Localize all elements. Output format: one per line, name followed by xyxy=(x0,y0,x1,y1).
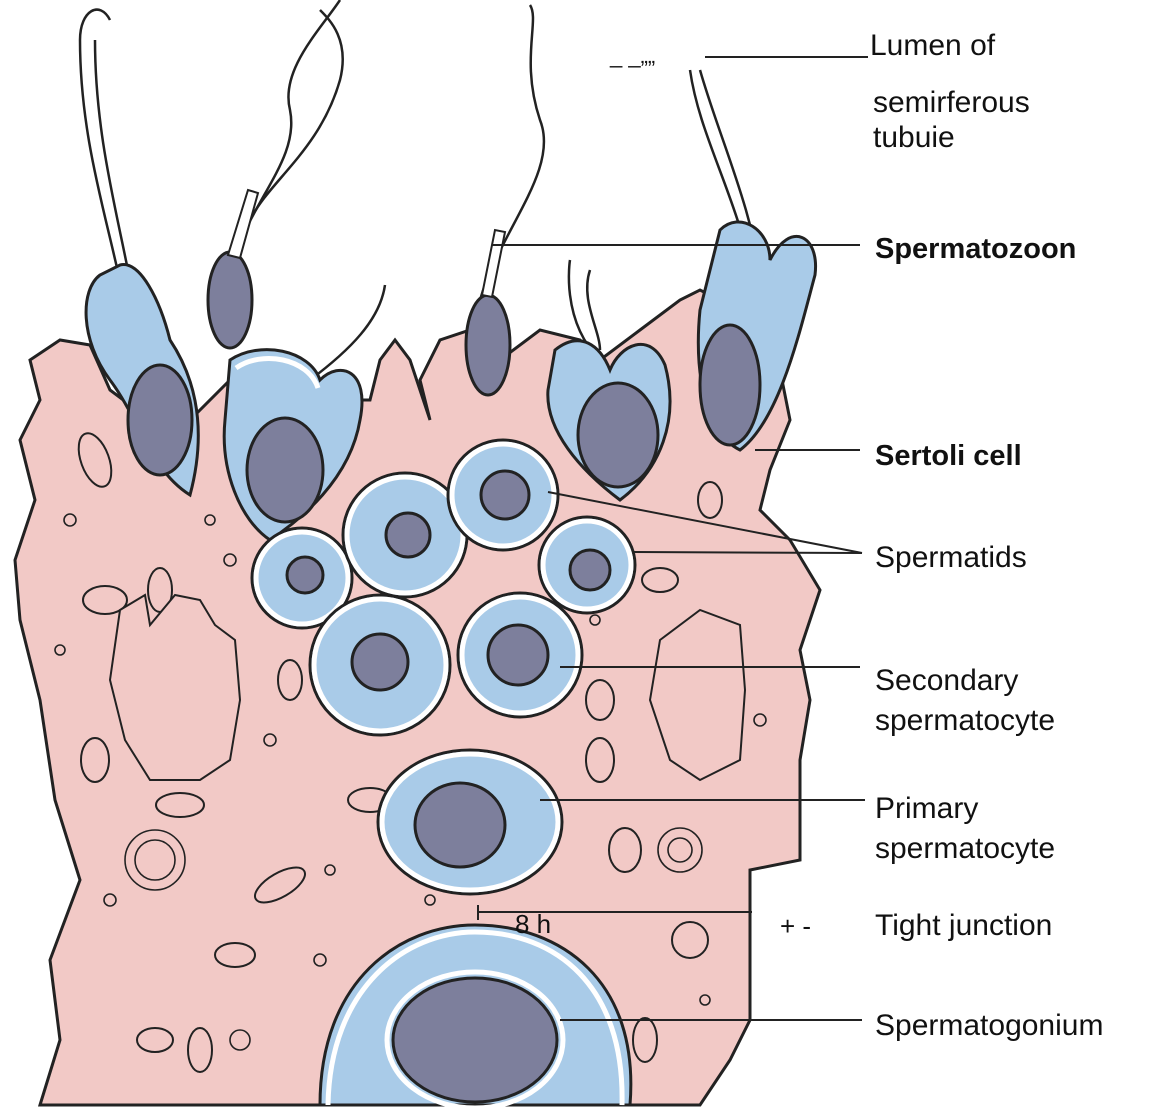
label-spermatids: Spermatids xyxy=(875,541,1027,574)
label-spermatogonium: Spermatogonium xyxy=(875,1009,1103,1042)
secondary-spermatocyte-right xyxy=(458,593,582,717)
spermatozoon-midpiece-left xyxy=(228,190,258,258)
label-lumen-marks: _ _„„ xyxy=(609,43,655,68)
secondary-spermatocyte-left xyxy=(310,595,450,735)
spermatozoon-midpiece xyxy=(482,230,505,297)
spermatozoon-head-center xyxy=(466,295,510,395)
label-secondary-line2: spermatocyte xyxy=(875,704,1055,737)
primary-spermatocyte xyxy=(378,750,562,894)
label-spermatozoon: Spermatozoon xyxy=(875,233,1076,265)
elongating-spermatid-right xyxy=(698,222,815,450)
spermatid-3 xyxy=(448,440,558,550)
label-secondary-line1: Secondary xyxy=(875,664,1018,697)
label-sertoli-cell: Sertoli cell xyxy=(875,440,1022,472)
label-tight-junction-marks: + - xyxy=(780,911,811,941)
spermatozoon-head-left xyxy=(208,252,252,348)
spermatid-4 xyxy=(539,517,635,613)
label-lumen-line2: semirferous xyxy=(873,86,1030,119)
label-primary-line2: spermatocyte xyxy=(875,832,1055,865)
label-lumen-line1: Lumen of xyxy=(870,29,996,62)
label-lumen-line3: tubuie xyxy=(873,121,955,154)
label-primary-line1: Primary xyxy=(875,792,978,825)
label-junction-marks: 8 h xyxy=(515,909,551,939)
leader-spermatids-b xyxy=(632,552,862,553)
label-tight-junction: Tight junction xyxy=(875,909,1052,942)
